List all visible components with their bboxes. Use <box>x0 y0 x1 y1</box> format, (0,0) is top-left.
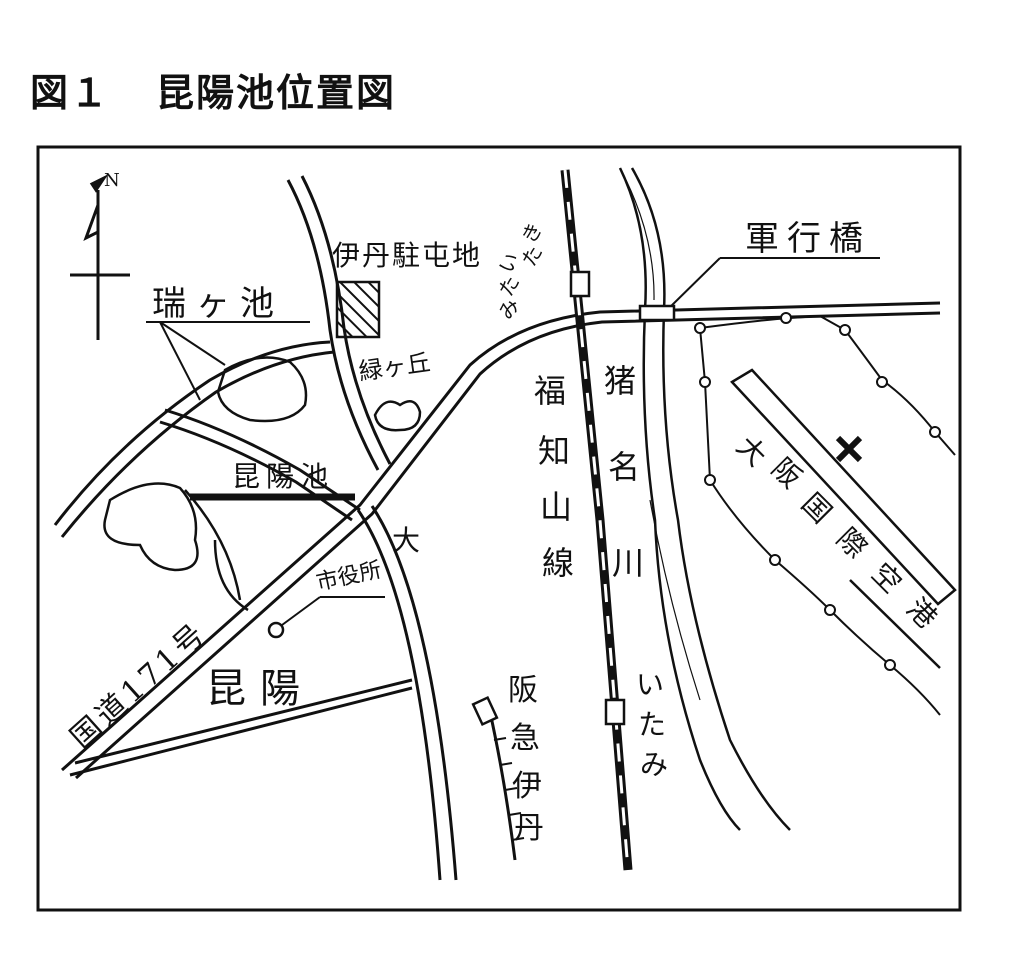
svg-text:阪: 阪 <box>508 673 538 708</box>
inagawa-river <box>618 167 791 831</box>
label-fukuchiyama-line: 福 知 山 線 <box>534 372 574 582</box>
svg-text:い: い <box>636 668 664 701</box>
svg-text:伊: 伊 <box>512 769 542 804</box>
roads <box>53 175 941 881</box>
figure-caption: 昆陽池位置図 <box>156 71 397 115</box>
label-koyaike: 昆陽池 <box>232 460 334 493</box>
kita-itami-station-icon <box>569 270 591 298</box>
label-itami-base: 伊丹駐屯地 <box>332 239 482 272</box>
label-zuigaike: 瑞ヶ池 <box>152 284 284 324</box>
runway <box>730 368 957 606</box>
map-frame <box>36 145 962 912</box>
svg-text:た: た <box>494 271 525 300</box>
svg-text:た: た <box>638 708 666 741</box>
hankyu-railway <box>471 695 525 861</box>
itami-station-icon <box>604 698 626 726</box>
svg-text:み: み <box>494 294 525 323</box>
svg-text:福: 福 <box>534 372 566 410</box>
label-inagawa: 猪 名 川 <box>604 362 644 582</box>
svg-text:港: 港 <box>900 592 943 635</box>
north-mark: N <box>104 170 120 191</box>
svg-text:名: 名 <box>608 448 640 486</box>
svg-text:川: 川 <box>612 544 644 582</box>
midorigaoka-pond <box>373 400 422 432</box>
label-midorigaoka: 緑ヶ丘 <box>357 348 432 386</box>
svg-text:山: 山 <box>540 488 572 526</box>
city-hall-marker <box>267 621 285 639</box>
label-itami-station: い た み <box>636 668 668 781</box>
svg-text:大: 大 <box>730 430 773 473</box>
figure-number: 図１ <box>30 71 111 115</box>
svg-text:丹: 丹 <box>514 811 544 846</box>
svg-text:た: た <box>517 241 548 270</box>
label-shiyakusho: 市役所 <box>314 558 384 596</box>
figure-title: 図１ 昆陽池位置図 <box>30 62 396 117</box>
north-arrow-icon <box>70 174 130 340</box>
svg-text:み: み <box>640 748 668 781</box>
hankyu-itami-station-icon <box>471 695 499 727</box>
svg-text:き: き <box>517 218 548 247</box>
label-dai: 大 <box>392 524 420 557</box>
fukuchiyama-railway <box>560 169 633 871</box>
svg-text:猪: 猪 <box>604 362 636 400</box>
label-koya: 昆陽 <box>206 666 314 712</box>
hatched-area-icon <box>335 280 381 339</box>
label-kita-itami: き た い た み <box>494 218 548 323</box>
zuigaike-pond <box>216 356 308 423</box>
svg-text:国: 国 <box>795 487 838 530</box>
svg-text:急: 急 <box>510 721 540 756</box>
airplane-x-icon <box>835 435 863 463</box>
label-gunkobashi: 軍行橋 <box>745 219 871 259</box>
svg-text:知: 知 <box>538 432 570 470</box>
label-hankyu-itami: 阪 急 伊 丹 <box>508 673 544 846</box>
gunko-bridge <box>638 304 676 322</box>
svg-text:線: 線 <box>542 544 574 582</box>
koyaike-pond <box>103 482 199 572</box>
